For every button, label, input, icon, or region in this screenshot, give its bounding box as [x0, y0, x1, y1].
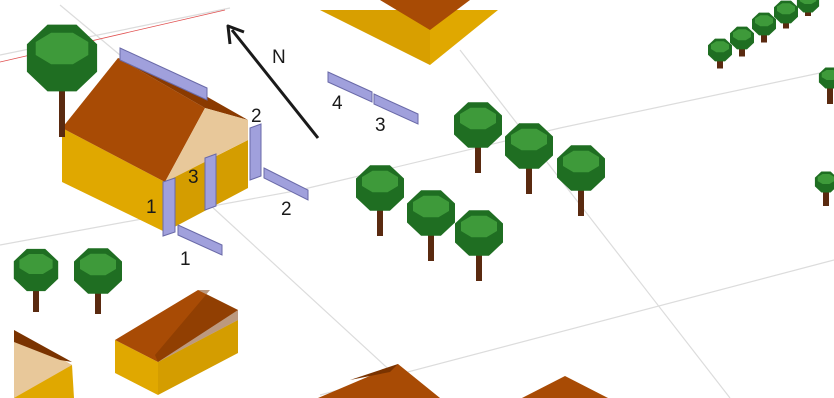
tree-canopy-top	[460, 107, 496, 130]
tree-canopy-top	[711, 41, 729, 53]
panel-far-3	[373, 93, 419, 125]
tree	[356, 165, 404, 236]
tree-canopy-top	[799, 0, 817, 4]
tree	[818, 67, 834, 104]
label-front-left-1: 1	[146, 197, 157, 218]
tree-canopy-top	[777, 3, 795, 15]
tree-canopy-top	[563, 150, 599, 173]
tree-canopy-top	[461, 215, 497, 238]
tree-trunk	[476, 246, 482, 281]
tree-canopy-top	[362, 170, 398, 193]
tree	[730, 26, 754, 57]
tree-trunk	[761, 30, 767, 43]
tree	[796, 0, 820, 16]
tree-trunk	[578, 181, 584, 216]
label-gable-3: 3	[188, 167, 199, 188]
tree-trunk	[526, 159, 532, 194]
label-ground-1: 1	[180, 249, 191, 270]
tree	[454, 102, 502, 173]
tree-trunk	[377, 201, 383, 236]
tree	[814, 171, 834, 206]
north-arrow	[226, 24, 320, 139]
tree	[505, 123, 553, 194]
tree-canopy-top	[19, 254, 53, 274]
building-bottom-roofs	[318, 364, 608, 398]
tree-canopy-top	[413, 195, 449, 218]
panel-front-1	[162, 177, 176, 237]
building-bottom-left	[115, 290, 238, 395]
panel-gable-2	[249, 123, 262, 181]
trees	[13, 0, 834, 314]
label-ground-2: 2	[281, 199, 292, 220]
panel-roof-back	[119, 47, 208, 101]
label-far-3: 3	[375, 115, 386, 136]
building-top	[320, 0, 498, 65]
panel-gable-3	[204, 153, 217, 211]
tree-canopy-top	[817, 174, 834, 184]
tree	[752, 12, 776, 43]
tree-trunk	[59, 77, 65, 137]
tree	[774, 0, 798, 29]
tree	[407, 190, 455, 261]
tree-canopy-top	[821, 70, 834, 80]
panel-far-4	[327, 71, 373, 103]
building-edge-left	[14, 330, 74, 398]
tree-canopy	[796, 0, 820, 13]
tree	[557, 145, 605, 216]
tree	[26, 24, 98, 137]
tree-trunk	[823, 188, 829, 206]
label-gable-2: 2	[251, 106, 262, 127]
panel-ground-1	[177, 224, 223, 256]
tree-canopy-top	[35, 32, 89, 65]
tree-trunk	[783, 18, 789, 29]
tree-canopy-top	[511, 128, 547, 151]
tree-trunk	[739, 44, 745, 57]
north-label: N	[272, 47, 286, 68]
tree-trunk	[827, 84, 833, 104]
tree-trunk	[428, 226, 434, 261]
tree-trunk	[717, 56, 723, 69]
label-far-4: 4	[332, 93, 343, 114]
tree-trunk	[33, 282, 39, 312]
tree	[708, 38, 732, 69]
tree-trunk	[475, 138, 481, 173]
tree	[13, 248, 59, 312]
tree-canopy-top	[80, 253, 116, 276]
tree-canopy-top	[755, 15, 773, 27]
tree	[455, 210, 503, 281]
tree-trunk	[95, 284, 101, 314]
tree-canopy-top	[733, 29, 751, 41]
panel-ground-2	[263, 167, 309, 201]
solar-panels	[119, 47, 419, 256]
tree	[74, 248, 122, 314]
